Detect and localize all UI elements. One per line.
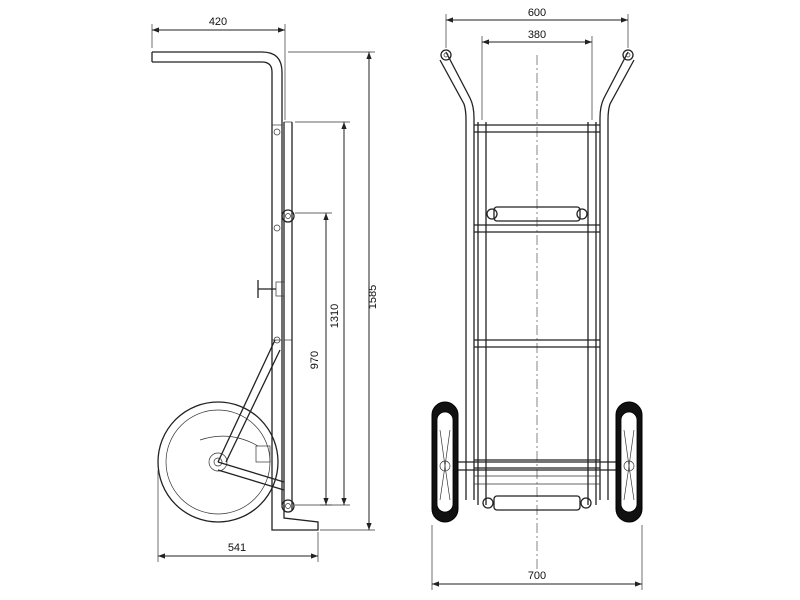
front-upper-roller xyxy=(486,206,588,222)
dim-label-541: 541 xyxy=(228,542,246,554)
front-wheel-right xyxy=(615,401,643,523)
dim-label-420: 420 xyxy=(209,16,227,28)
dim-handle-width: 600 xyxy=(445,7,629,48)
front-crossbars xyxy=(474,124,600,469)
side-clamp-knob-upper xyxy=(281,209,295,223)
side-toe-plate xyxy=(271,505,319,531)
front-axle xyxy=(436,461,638,485)
dim-height-total: 1585 xyxy=(288,51,379,531)
side-handle-tube xyxy=(151,51,283,125)
dim-axle-width: 700 xyxy=(431,525,643,590)
dim-label-700: 700 xyxy=(528,570,546,582)
dim-inner-width: 380 xyxy=(481,29,593,120)
front-handle-left xyxy=(439,49,475,340)
front-wheel-left xyxy=(431,401,459,523)
dim-top-width: 420 xyxy=(151,16,286,120)
dim-label-970: 970 xyxy=(309,351,321,369)
front-view: 600 380 700 xyxy=(431,7,643,590)
dim-height-mid: 1310 xyxy=(295,121,350,506)
side-joint-low xyxy=(273,336,281,344)
side-upright-frame xyxy=(271,121,293,510)
dim-label-1310: 1310 xyxy=(329,304,341,328)
side-joint-top xyxy=(273,128,281,136)
front-lower-roller xyxy=(482,495,592,511)
dim-label-1585: 1585 xyxy=(367,285,379,309)
front-inner-rails xyxy=(465,122,609,505)
side-view: 420 1585 1310 970 541 xyxy=(151,16,379,562)
side-joint-mid xyxy=(273,224,281,232)
dim-base-depth: 541 xyxy=(157,470,319,562)
side-t-lock xyxy=(257,280,285,298)
dim-height-low: 970 xyxy=(295,212,332,506)
dim-label-380: 380 xyxy=(528,29,546,41)
front-handle-right xyxy=(599,49,635,340)
side-brace xyxy=(199,339,285,491)
dim-label-600: 600 xyxy=(528,7,546,19)
side-clamp-knob-lower xyxy=(281,499,295,513)
